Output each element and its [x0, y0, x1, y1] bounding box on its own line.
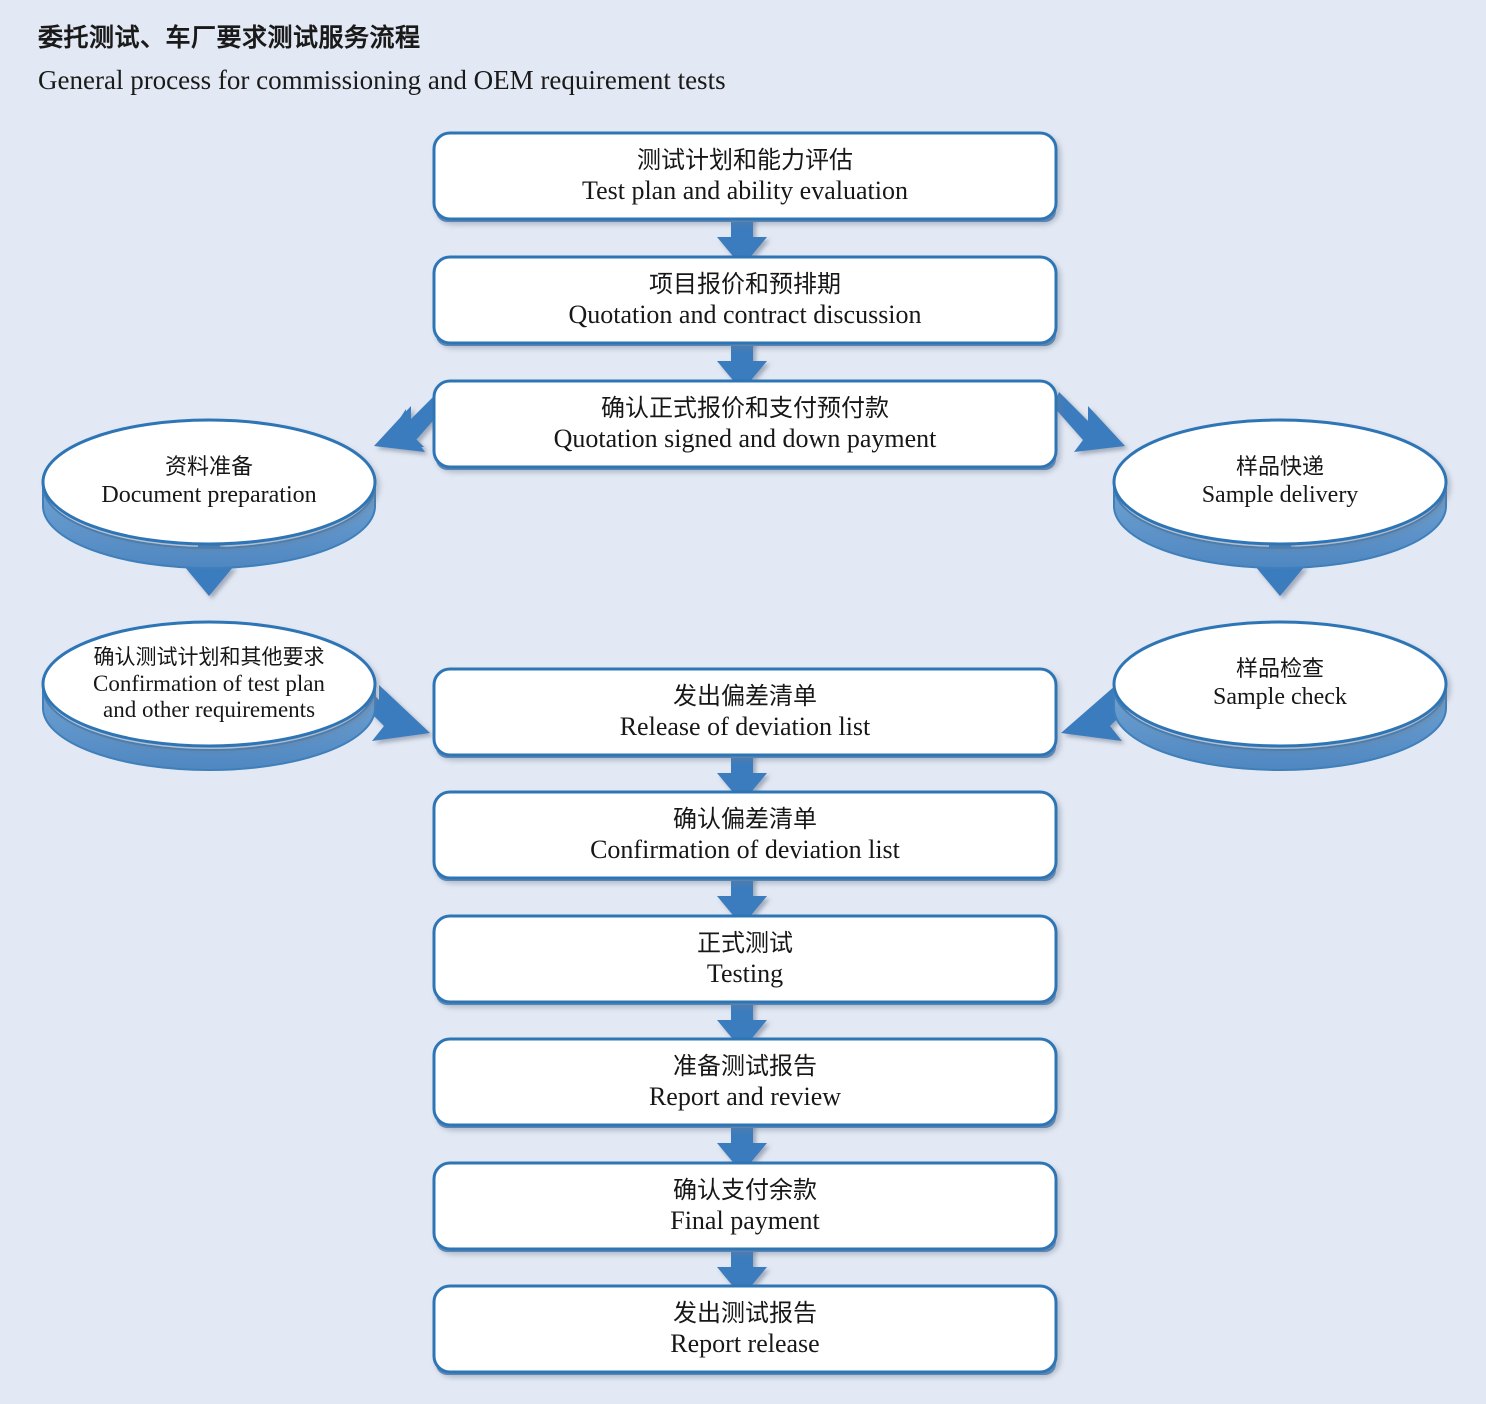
- node-release-of-deviation-list[interactable]: [432, 667, 1058, 758]
- arrow-n2-n3: [717, 337, 767, 391]
- node-testing[interactable]: [432, 914, 1058, 1005]
- node-report-release[interactable]: [432, 1284, 1058, 1375]
- arrow-n6-n7: [717, 996, 767, 1050]
- node-quotation-and-contract-discussion[interactable]: [432, 255, 1058, 346]
- arrow-n7-n8: [717, 1119, 767, 1173]
- page-title-cn: 委托测试、车厂要求测试服务流程: [38, 24, 421, 52]
- arrow-n5-n6: [717, 872, 767, 926]
- arrow-n4-n5: [717, 749, 767, 803]
- node-confirmation-of-deviation-list[interactable]: [432, 790, 1058, 881]
- node-report-and-review[interactable]: [432, 1037, 1058, 1128]
- arrow-n3-sample-delivery: [1053, 392, 1125, 452]
- title-block: 委托测试、车厂要求测试服务流程 General process for comm…: [38, 22, 938, 98]
- arrow-n3-document-preparation: [374, 392, 446, 452]
- node-test-plan-and-ability-evaluation[interactable]: [432, 131, 1058, 222]
- arrow-n1-n2: [717, 213, 767, 267]
- node-document-preparation[interactable]: [41, 418, 377, 569]
- arrow-n8-n9: [717, 1243, 767, 1297]
- node-sample-check[interactable]: [1112, 620, 1448, 771]
- node-confirmation-of-test-plan[interactable]: [41, 620, 377, 771]
- node-final-payment[interactable]: [432, 1161, 1058, 1252]
- node-quotation-signed-and-down-payment[interactable]: [432, 379, 1058, 470]
- node-sample-delivery[interactable]: [1112, 418, 1448, 569]
- page-title-en: General process for commissioning and OE…: [38, 64, 726, 95]
